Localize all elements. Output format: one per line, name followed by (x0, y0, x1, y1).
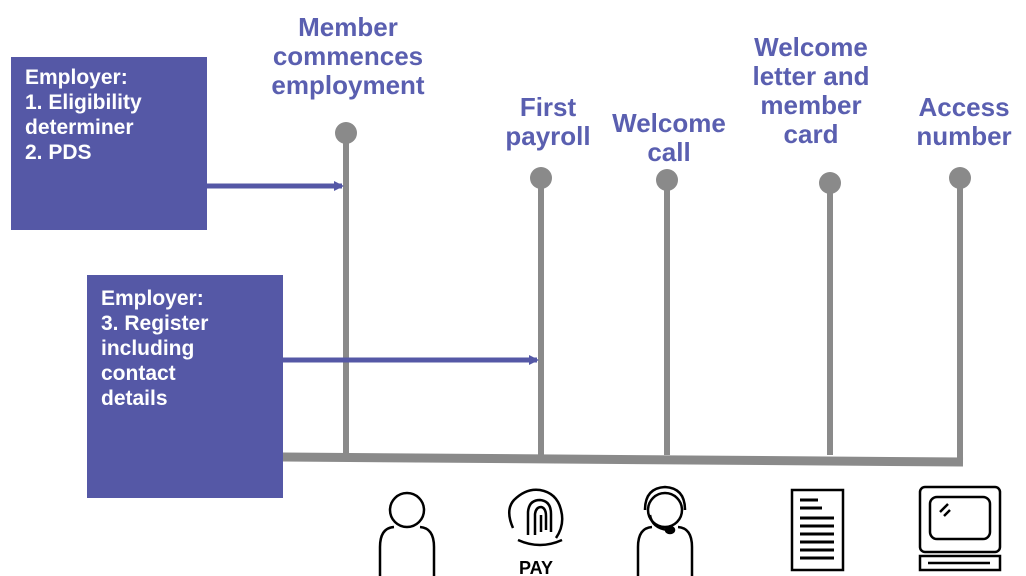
milestone-label-member-commences: Member commences employment (271, 12, 425, 100)
pay-label: PAY (519, 558, 553, 576)
timeline-knob-access-number (949, 167, 971, 189)
timeline-knob-welcome-letter (819, 172, 841, 194)
timeline-base-line (282, 452, 964, 467)
milestone-label-welcome-letter: Welcome letter and member card (752, 32, 870, 149)
milestone-label-first-payroll: First payroll (505, 92, 591, 151)
timeline-knob-member-commences (335, 122, 357, 144)
milestone-label-access-number: Access number (916, 92, 1012, 151)
employer-box-2-line: contact (101, 362, 176, 385)
employer-box-1-line: determiner (25, 116, 134, 139)
employer-box-2-line: 3. Register (101, 312, 209, 335)
computer-icon (918, 485, 1002, 572)
pay-fingerprint-icon (508, 488, 564, 547)
employer-box-1-line: Employer: (25, 66, 128, 89)
employer-box-eligibility: Employer: 1. Eligibility determiner 2. P… (11, 57, 207, 230)
employer-box-2-line: Employer: (101, 287, 204, 310)
employer-box-1-line: 1. Eligibility (25, 91, 142, 114)
employer-box-1-line: 2. PDS (25, 141, 92, 164)
person-icon (378, 491, 436, 576)
timeline-knob-first-payroll (530, 167, 552, 189)
employer-box-2-line: including (101, 337, 195, 360)
employer-box-register: Employer: 3. Register including contact … (87, 275, 283, 498)
employer-box-2-line: details (101, 387, 168, 410)
milestone-label-welcome-call: Welcome call (612, 108, 726, 167)
letter-document-icon (790, 488, 845, 572)
timeline-knob-welcome-call (656, 169, 678, 191)
headset-person-icon (636, 485, 694, 576)
